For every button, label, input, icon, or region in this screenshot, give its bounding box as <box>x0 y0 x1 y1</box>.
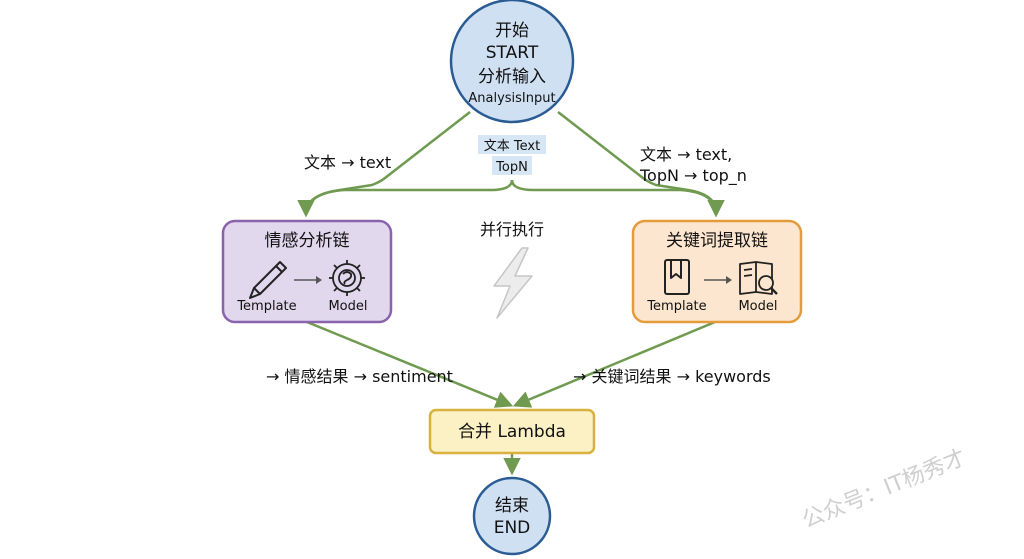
book-magnifier-icon <box>739 261 778 295</box>
merge-label: 合并 Lambda <box>458 422 566 442</box>
start-sub-en: AnalysisInput <box>468 91 555 106</box>
sentiment-template-label: Template <box>236 299 296 314</box>
lightning-icon <box>493 247 533 319</box>
edge-label-right-in-2: TopN → top_n <box>639 166 747 186</box>
center-tag-line1: 文本 Text <box>484 139 540 154</box>
brain-gear-icon <box>329 260 365 296</box>
edge-label-left-out: → 情感结果 → sentiment <box>266 367 453 386</box>
connectors <box>297 111 725 476</box>
edge-label-left-in: 文本 → text <box>304 153 391 172</box>
keyword-model-label: Model <box>738 299 777 314</box>
edge-center-right <box>510 179 718 213</box>
start-title-cn: 开始 <box>495 21 529 41</box>
pencil-icon <box>249 261 287 299</box>
edge-sentiment-to-merge <box>306 320 514 408</box>
edge-label-right-in-1: 文本 → text, <box>640 145 732 164</box>
keyword-template-label: Template <box>646 299 706 314</box>
bookmark-icon <box>664 259 690 295</box>
center-input-tag: 文本 Text TopN <box>478 135 546 175</box>
keyword-chain-title: 关键词提取链 <box>666 231 768 251</box>
edge-label-right-out: → 关键词结果 → keywords <box>573 367 771 386</box>
sentiment-chain-node: 情感分析链 Template Model <box>221 219 393 324</box>
start-sub-cn: 分析输入 <box>478 67 546 87</box>
edge-center-left <box>304 179 514 213</box>
watermark-text: 公众号：IT杨秀才 <box>799 445 970 533</box>
sentiment-model-label: Model <box>328 299 367 314</box>
end-node: 结束 END <box>472 476 552 556</box>
end-title-en: END <box>494 518 531 538</box>
keyword-chain-node: 关键词提取链 Template Model <box>631 219 803 324</box>
end-title-cn: 结束 <box>495 496 529 516</box>
start-title-en: START <box>486 43 539 63</box>
parallel-label: 并行执行 <box>480 220 544 239</box>
sentiment-inner-arrow <box>294 276 322 284</box>
sentiment-chain-title: 情感分析链 <box>265 231 350 251</box>
merge-lambda-node: 合并 Lambda <box>428 408 596 455</box>
keyword-inner-arrow <box>704 276 732 284</box>
start-node: 开始 START 分析输入 AnalysisInput <box>449 0 575 124</box>
edge-keywords-to-merge <box>512 320 716 408</box>
center-tag-line2: TopN <box>495 160 528 175</box>
